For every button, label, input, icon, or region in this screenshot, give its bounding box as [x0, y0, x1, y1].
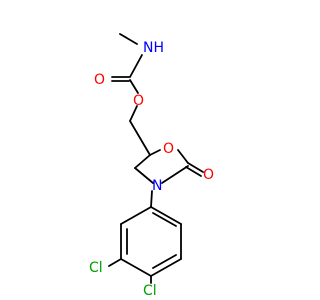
bond-ring-o-c2: [177, 149, 189, 164]
atom-o-carbonyl-top: O: [94, 72, 105, 88]
bond-ch2-c5: [129, 120, 151, 156]
atom-o-ring: O: [163, 141, 174, 157]
atom-o-carbonyl-ring: O: [203, 167, 214, 183]
bond-c2-carbonyl-double-2: [185, 166, 202, 177]
bonds: [108, 33, 204, 284]
bond-c5-ring-o: [149, 149, 161, 156]
bond-benzene-1: [150, 206, 182, 225]
bond-ester-o-ch2: [129, 105, 138, 122]
bond-n-carbamate: [129, 54, 143, 78]
bond-benzene-inner-1: [152, 212, 177, 227]
atom-cl-para: Cl: [143, 283, 157, 299]
bond-c2-ring-n: [161, 165, 189, 184]
bond-ring-n-c4: [134, 167, 154, 184]
molecule-structure: NH O O O O N Cl Cl: [89, 33, 214, 299]
bond-n-phenyl: [150, 190, 153, 208]
bond-benzene-6: [120, 206, 152, 225]
atom-o-ester: O: [133, 93, 144, 109]
atom-n-ring: N: [152, 178, 162, 194]
bond-c4-c5: [134, 154, 151, 169]
bond-benzene-inner-2: [152, 254, 177, 269]
bond-methyl-n: [119, 33, 138, 45]
bond-benzene-4: [120, 258, 152, 277]
bond-carbamate-ester-o: [129, 79, 139, 94]
bond-c3-cl: [108, 258, 122, 267]
atom-labels: NH O O O O N Cl Cl: [89, 40, 214, 299]
bond-c2-carbonyl-double-1: [187, 162, 204, 173]
atom-nh: NH: [143, 40, 164, 56]
atom-cl-meta: Cl: [89, 260, 103, 276]
bond-benzene-3: [150, 258, 182, 277]
